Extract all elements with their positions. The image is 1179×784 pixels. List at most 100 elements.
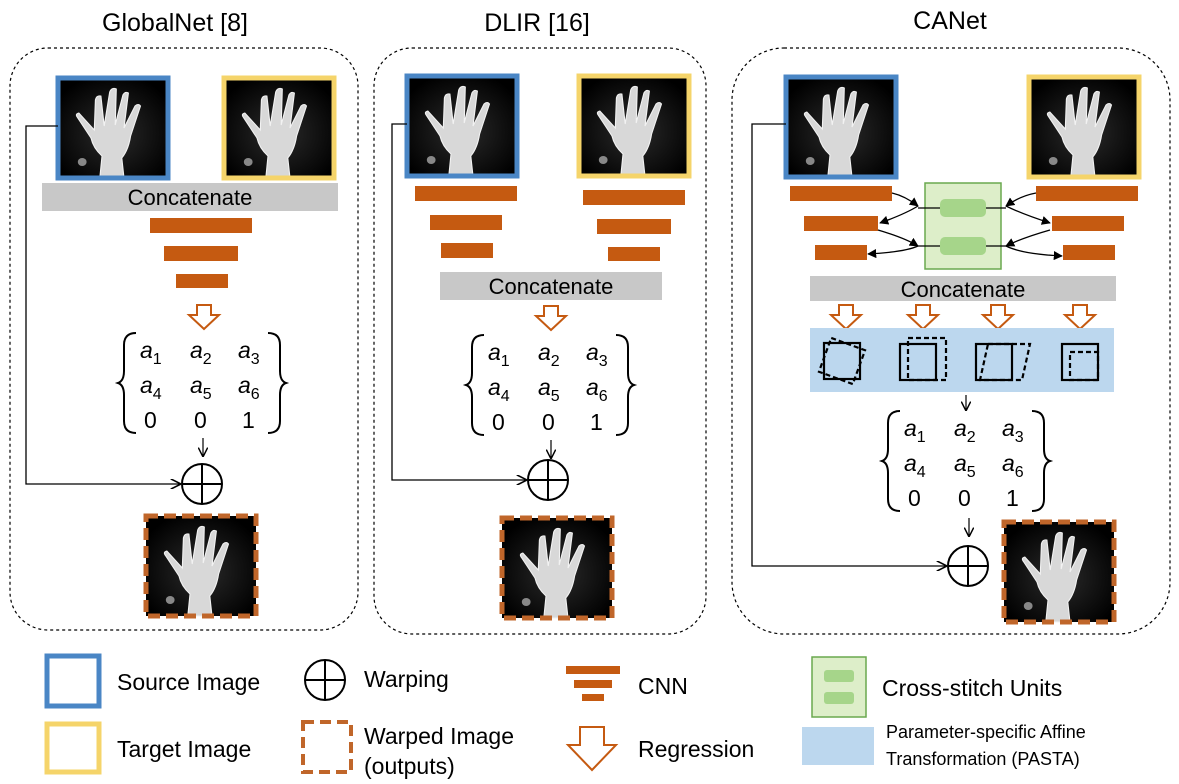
cnn-block-source: [415, 186, 517, 258]
matrix-sub-5: 5: [551, 388, 560, 405]
matrix-a6: a: [586, 374, 599, 400]
matrix-r3c2: 0: [194, 407, 207, 433]
legend-pasta-line1: Parameter-specific Affine: [886, 722, 1086, 742]
matrix-a2: a: [538, 339, 551, 365]
regression-arrow: [982, 304, 1014, 330]
target-image: [221, 75, 337, 181]
cnn-block: [150, 218, 252, 288]
matrix-sub-4: 4: [501, 388, 510, 405]
regression-arrow: [907, 304, 939, 330]
svg-text:a2: a2: [954, 415, 976, 446]
warping-icon: [181, 463, 223, 505]
matrix-sub-3: 3: [1015, 429, 1024, 446]
svg-text:a6: a6: [586, 374, 608, 405]
panel-title: GlobalNet [8]: [102, 9, 248, 37]
warped-image: [143, 513, 259, 619]
concatenate-bar: [42, 183, 338, 211]
shearing-icon: [974, 342, 1032, 382]
concatenate-label: Concatenate: [489, 274, 614, 299]
matrix-sub-1: 1: [501, 353, 510, 370]
legend-warped-line2: (outputs): [364, 753, 455, 779]
source-skip-connection: [751, 123, 946, 566]
affine-matrix: a1 a2 a3 a4 a5 a6 0 0 1: [114, 332, 290, 434]
svg-text:a3: a3: [238, 337, 260, 368]
matrix-a5: a: [538, 374, 551, 400]
affine-matrix: a1 a2 a3 a4 a5 a6 0 0 1: [878, 410, 1054, 512]
matrix-a4: a: [140, 372, 153, 398]
matrix-a5: a: [954, 450, 967, 476]
regression-arrow: [188, 304, 220, 330]
svg-text:a5: a5: [538, 374, 560, 405]
rotation-icon: [817, 336, 867, 386]
cross-stitch-icon: [811, 656, 867, 718]
matrix-sub-2: 2: [551, 353, 560, 370]
svg-text:a3: a3: [586, 339, 608, 370]
matrix-a1: a: [904, 415, 917, 441]
source-image: [55, 75, 171, 181]
source-image: [783, 74, 899, 180]
warping-icon: [947, 545, 989, 587]
matrix-sub-2: 2: [203, 351, 212, 368]
matrix-a2: a: [190, 337, 203, 363]
target-image: [1026, 74, 1142, 180]
matrix-r3c1: 0: [492, 409, 505, 435]
svg-text:a1: a1: [140, 337, 162, 368]
warping-icon: [304, 659, 346, 701]
warped-image: [499, 515, 615, 621]
warped-image: [1001, 519, 1117, 625]
matrix-r3c1: 0: [908, 485, 921, 511]
matrix-r3c2: 0: [958, 485, 971, 511]
panel-canet: CANet: [731, 7, 1171, 635]
matrix-sub-5: 5: [203, 386, 212, 403]
matrix-sub-6: 6: [599, 388, 608, 405]
regression-arrow: [535, 305, 567, 331]
legend-regression: Regression: [638, 736, 754, 762]
legend-cross-stitch: Cross-stitch Units: [882, 675, 1062, 701]
matrix-a5: a: [190, 372, 203, 398]
cnn-block-source: [790, 186, 892, 260]
legend-pasta-line2: Transformation (PASTA): [886, 749, 1080, 769]
legend-warping: Warping: [364, 666, 449, 692]
svg-text:a6: a6: [238, 372, 260, 403]
cnn-block-target: [583, 190, 685, 261]
matrix-r3c3: 1: [242, 407, 255, 433]
svg-text:a4: a4: [488, 374, 510, 405]
matrix-a2: a: [954, 415, 967, 441]
regression-arrow: [1064, 304, 1096, 330]
matrix-a1: a: [140, 337, 153, 363]
matrix-sub-1: 1: [153, 351, 162, 368]
matrix-sub-1: 1: [917, 429, 926, 446]
svg-text:a1: a1: [488, 339, 510, 370]
matrix-a6: a: [1002, 450, 1015, 476]
matrix-a4: a: [904, 450, 917, 476]
svg-text:a5: a5: [954, 450, 976, 481]
panel-title: CANet: [913, 7, 987, 35]
panel-frame: [373, 47, 707, 635]
source-skip-connection: [25, 125, 180, 484]
matrix-sub-5: 5: [967, 464, 976, 481]
source-image-swatch: [44, 653, 102, 709]
legend-warped-line1: Warped Image: [364, 723, 514, 749]
legend-target-image: Target Image: [117, 736, 251, 762]
svg-text:a6: a6: [1002, 450, 1024, 481]
affine-matrix: a1 a2 a3 a4 a5 a6 0 0 1: [462, 334, 638, 436]
concatenate-label: Concatenate: [901, 277, 1026, 302]
source-skip-connection: [391, 123, 526, 480]
cross-stitch-connections: [867, 192, 1063, 261]
matrix-sub-2: 2: [967, 429, 976, 446]
svg-text:a1: a1: [904, 415, 926, 446]
matrix-a6: a: [238, 372, 251, 398]
concatenate-label: Concatenate: [128, 185, 253, 210]
regression-arrow: [830, 304, 862, 330]
svg-text:a2: a2: [190, 337, 212, 368]
matrix-sub-6: 6: [251, 386, 260, 403]
pasta-swatch: [802, 727, 874, 765]
scaling-icon: [898, 336, 948, 382]
svg-text:a3: a3: [1002, 415, 1024, 446]
cnn-icon: [566, 666, 620, 701]
panel-frame: [9, 47, 359, 631]
cnn-block-target: [1036, 186, 1138, 260]
source-image: [404, 73, 520, 179]
svg-text:a4: a4: [140, 372, 162, 403]
svg-text:a4: a4: [904, 450, 926, 481]
